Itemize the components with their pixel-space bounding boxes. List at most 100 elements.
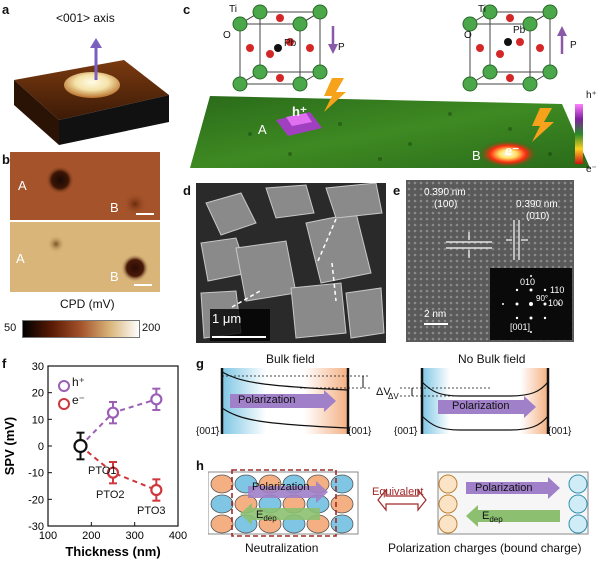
h-left-polarization-label: Polarization: [252, 481, 310, 493]
legend-electron: e⁻: [586, 164, 597, 175]
h-left-edep-text: E: [256, 509, 264, 521]
pb-label-1: Pb: [284, 38, 297, 49]
panel-b-label: b: [2, 152, 10, 167]
data-point: [106, 406, 120, 419]
p-label-2: P: [570, 40, 577, 51]
h-right-edep-label: Edep: [482, 510, 503, 524]
spot-a-top: A: [18, 178, 27, 193]
tem-scale-label: 2 nm: [424, 309, 447, 320]
nobulk-facet-right: {001}: [548, 426, 572, 437]
legend-hole: h⁺: [586, 90, 597, 101]
y-tick-label: -20: [28, 494, 44, 506]
spot-a-label: A: [258, 122, 267, 137]
cpd-min: 50: [4, 322, 17, 334]
h-left-edep-label: Edep: [256, 509, 277, 523]
d-spacing-2-index: (010): [526, 211, 550, 222]
neutralization-schematic: [208, 469, 589, 537]
cpd-max: 200: [142, 322, 161, 334]
bulk-field-title: Bulk field: [266, 352, 315, 366]
spot-b-label: B: [472, 148, 481, 163]
legend-h-marker: [58, 380, 70, 392]
data-point: [150, 483, 163, 497]
panel-f-label: f: [2, 356, 7, 371]
d-spacing-2: 0.390 nm: [516, 199, 558, 210]
cpd-title: CPD (mV): [60, 297, 115, 311]
panel-e-label: e: [393, 183, 401, 198]
d-spacing-1: 0.390 nm: [424, 187, 466, 198]
bulk-facet-right: {001}: [348, 426, 372, 437]
y-tick-label: 0: [38, 441, 44, 453]
spv-chart: 100 200 300 400 -30 -20 -10 0 10 20 30 Thickness (…: [2, 361, 187, 559]
x-tick-label: 300: [125, 530, 143, 542]
x-axis-label: Thickness (nm): [65, 544, 160, 559]
pb-label-2: Pb: [513, 25, 526, 36]
x-tick-label: 200: [82, 530, 100, 542]
axis-label: <001> axis: [56, 11, 115, 25]
legend-h-text: h⁺: [72, 375, 86, 389]
fft-010: 010: [520, 277, 536, 287]
y-tick-label: 10: [32, 414, 44, 426]
series-line: [79, 445, 157, 491]
cpd-colorbar: [22, 320, 140, 338]
data-point: [150, 393, 163, 406]
h-left-edep-sub: dep: [263, 514, 277, 524]
y-tick-label: 20: [32, 388, 44, 400]
panel-c-label: c: [183, 2, 191, 17]
fft-90deg: 90°: [536, 294, 549, 303]
kpfm-3d-map: [190, 4, 590, 168]
panel-h-label: h: [196, 458, 204, 473]
o-label-1: O: [223, 30, 231, 41]
p-label-1: P: [338, 42, 345, 53]
hrtem-image: [406, 180, 574, 342]
nobulk-polarization-label: Polarization: [452, 400, 510, 412]
electron-label: e⁻: [505, 143, 520, 158]
lightning-icon: [532, 108, 554, 142]
ti-label-2: Ti: [478, 4, 486, 15]
delta-v-small: ΔV: [388, 392, 399, 401]
no-bulk-field-title: No Bulk field: [458, 352, 526, 366]
neutralization-label: Neutralization: [245, 541, 319, 555]
pto1-label: PTO1: [88, 465, 117, 477]
y-tick-label: 30: [32, 361, 44, 373]
equivalent-label: Equivalent: [372, 486, 424, 498]
h-right-edep-sub: dep: [489, 515, 503, 525]
y-tick-label: -30: [28, 521, 44, 533]
h-right-polarization-label: Polarization: [475, 482, 533, 494]
bound-charge-label: Polarization charges (bound charge): [388, 541, 582, 555]
unit-cell-2-atoms: [462, 4, 558, 92]
spot-b-top: B: [110, 200, 119, 215]
nobulk-facet-left: {001̄}: [394, 426, 418, 437]
fft-zone-axis: [001]: [510, 322, 531, 332]
lightning-icon: [324, 78, 346, 112]
x-tick-label: 100: [39, 530, 57, 542]
series-line: [79, 398, 157, 447]
sem-image: [196, 183, 386, 343]
panel-a-label: a: [2, 2, 10, 17]
x-tick-label: 400: [169, 530, 187, 542]
panel-d-label: d: [183, 183, 191, 198]
legend-e-marker: [58, 398, 70, 410]
band-diagrams: [220, 368, 550, 434]
ti-label-1: Ti: [229, 4, 237, 15]
fft-100: 100: [548, 298, 564, 308]
hole-label: h⁺: [292, 104, 307, 119]
spot-b-bottom: B: [110, 269, 119, 284]
y-axis-label: SPV (mV): [2, 417, 17, 476]
fft-110: 110: [550, 285, 565, 295]
delta-v-large: ΔV: [376, 386, 391, 398]
bulk-polarization-label: Polarization: [238, 394, 296, 406]
legend-e-text: e⁻: [72, 393, 86, 407]
o-label-2: O: [464, 30, 472, 41]
bulk-facet-left: {001̄}: [196, 426, 220, 437]
unit-cell-1-atoms: [232, 4, 328, 92]
y-tick-label: -10: [28, 468, 44, 480]
sem-scale-label: 1 μm: [212, 311, 242, 326]
panel-g-label: g: [196, 356, 204, 371]
afm-topography-3d: [14, 38, 169, 145]
spot-a-bottom: A: [16, 251, 25, 266]
data-point: [106, 466, 120, 479]
d-spacing-1-index: (100): [434, 199, 458, 210]
pto2-label: PTO2: [96, 489, 125, 501]
cpd-map-bottom: [10, 222, 160, 292]
cpd-map-top: [10, 152, 160, 220]
